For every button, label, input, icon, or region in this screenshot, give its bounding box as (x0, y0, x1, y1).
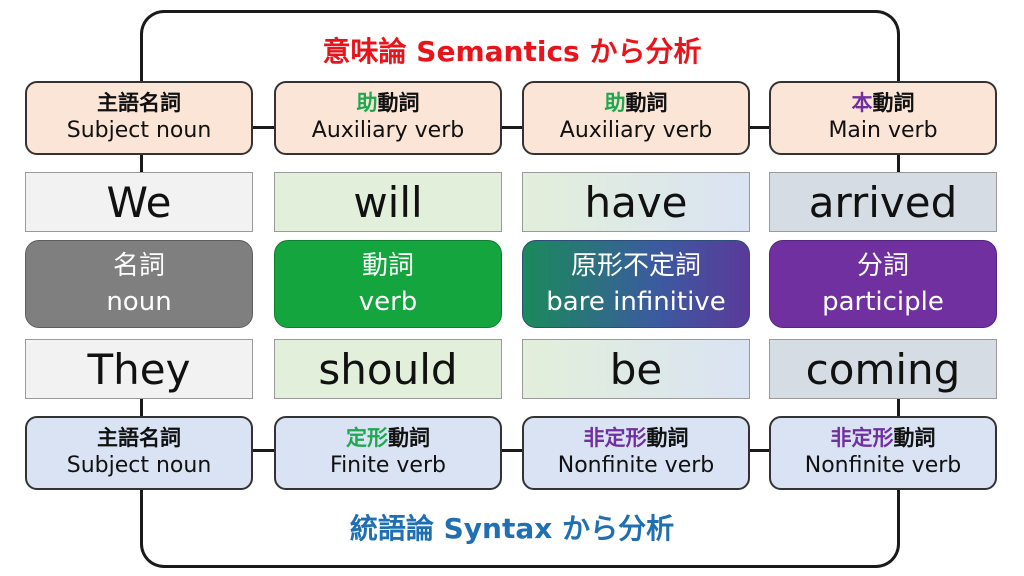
word-cell: be (522, 339, 750, 399)
label-en: Finite verb (330, 453, 446, 478)
label-en: Subject noun (66, 118, 212, 143)
connector (750, 449, 770, 452)
label-en: Auxiliary verb (311, 118, 465, 143)
syntax-label-nonfinite-verb-2: 非定形動詞 Nonfinite verb (769, 416, 997, 490)
semantic-label-auxiliary-1: 助動詞 Auxiliary verb (274, 81, 502, 155)
semantic-label-main-verb: 本動詞 Main verb (769, 81, 997, 155)
word-cell: have (522, 172, 750, 232)
pos-en: bare infinitive (546, 287, 726, 317)
pos-jp: 名詞 (112, 251, 165, 281)
connector (253, 126, 276, 129)
label-en: Auxiliary verb (559, 118, 713, 143)
pos-jp: 分詞 (856, 251, 909, 281)
word-cell: They (25, 339, 253, 399)
label-en: Nonfinite verb (557, 453, 715, 478)
syntax-label-subject: 主語名詞 Subject noun (25, 416, 253, 490)
pos-en: verb (358, 287, 418, 317)
pos-label-verb: 動詞 verb (274, 240, 502, 328)
pos-label-noun: 名詞 noun (25, 240, 253, 328)
pos-jp: 動詞 (361, 251, 414, 281)
syntax-label-finite-verb: 定形動詞 Finite verb (274, 416, 502, 490)
label-jp: 助動詞 (356, 91, 420, 115)
word-cell: should (274, 339, 502, 399)
label-jp: 非定形動詞 (830, 426, 936, 450)
connector (750, 126, 770, 129)
label-en: Main verb (828, 118, 938, 143)
connector (253, 449, 276, 452)
label-jp: 本動詞 (851, 91, 915, 115)
label-jp: 主語名詞 (97, 91, 181, 115)
pos-label-bare-infinitive: 原形不定詞 bare infinitive (522, 240, 750, 328)
semantic-label-auxiliary-2: 助動詞 Auxiliary verb (522, 81, 750, 155)
pos-en: noun (106, 287, 172, 317)
label-jp: 主語名詞 (97, 426, 181, 450)
label-jp: 非定形動詞 (583, 426, 689, 450)
semantic-label-subject: 主語名詞 Subject noun (25, 81, 253, 155)
pos-en: participle (822, 287, 944, 317)
syntax-title: 統語論 Syntax から分析 (0, 507, 1024, 547)
label-en: Subject noun (66, 453, 212, 478)
semantics-title: 意味論 Semantics から分析 (0, 30, 1024, 70)
label-en: Nonfinite verb (804, 453, 962, 478)
connector (502, 126, 523, 129)
pos-jp: 原形不定詞 (570, 251, 701, 281)
label-jp: 定形動詞 (346, 426, 430, 450)
syntax-label-nonfinite-verb-1: 非定形動詞 Nonfinite verb (522, 416, 750, 490)
pos-label-participle: 分詞 participle (769, 240, 997, 328)
word-cell: We (25, 172, 253, 232)
word-cell: coming (769, 339, 997, 399)
connector (502, 449, 523, 452)
word-cell: arrived (769, 172, 997, 232)
word-cell: will (274, 172, 502, 232)
label-jp: 助動詞 (604, 91, 668, 115)
